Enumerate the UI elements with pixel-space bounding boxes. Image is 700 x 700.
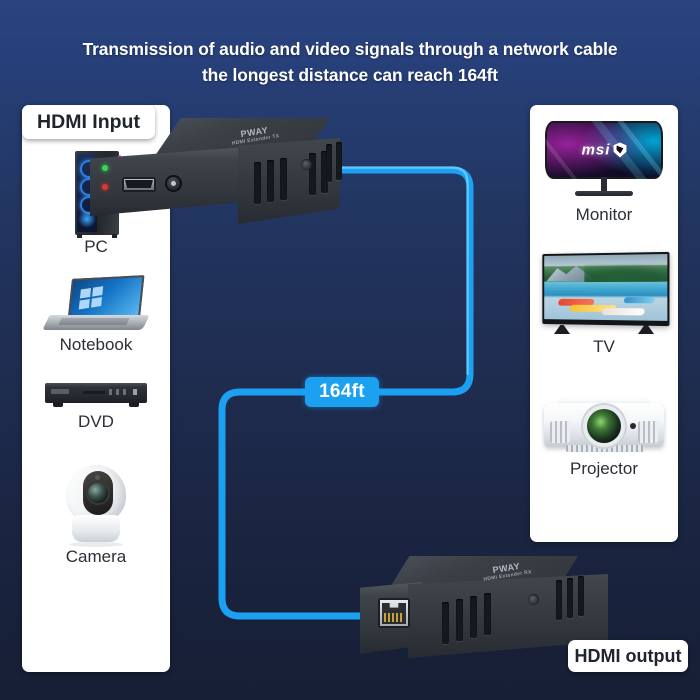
tv-icon <box>540 251 670 335</box>
projector-icon <box>544 395 664 457</box>
msi-shield-icon <box>613 142 627 158</box>
device-label-notebook: Notebook <box>59 335 133 354</box>
headline-line-1: Transmission of audio and video signals … <box>82 39 618 59</box>
hdmi-port[interactable] <box>122 177 156 192</box>
display-devices-panel: msi Monitor TV <box>530 105 678 542</box>
receiver-vents-front <box>442 592 522 648</box>
page-title: Transmission of audio and video signals … <box>0 36 700 88</box>
device-label-pc: PC <box>84 237 108 256</box>
device-label-tv: TV <box>593 337 615 356</box>
device-dvd: DVD <box>22 383 170 432</box>
transmitter-vents-front <box>254 151 332 212</box>
device-label-projector: Projector <box>569 459 639 478</box>
device-tv: TV <box>530 251 678 357</box>
rj45-ethernet-port[interactable] <box>378 598 410 628</box>
device-label-dvd: DVD <box>78 412 114 431</box>
device-notebook: Notebook <box>22 275 170 355</box>
distance-badge: 164ft <box>305 377 379 407</box>
gaming-monitor-icon: msi <box>545 121 663 203</box>
device-label-monitor: Monitor <box>575 205 633 224</box>
msi-brand-text: msi <box>581 141 611 159</box>
hdmi-output-label: HDMI output <box>568 640 688 672</box>
hdmi-input-label: HDMI Input <box>22 105 155 139</box>
status-led-red <box>102 184 108 190</box>
notebook-icon <box>42 275 150 333</box>
headline-line-2: the longest distance can reach 164ft <box>201 65 498 85</box>
receiver-screw <box>528 594 539 605</box>
dc-power-jack[interactable] <box>165 175 182 192</box>
security-camera-icon <box>59 465 133 547</box>
device-camera: Camera <box>22 465 170 567</box>
device-projector: Projector <box>530 395 678 479</box>
dvd-player-icon <box>45 383 147 410</box>
device-label-camera: Camera <box>65 547 127 566</box>
power-led-green <box>102 165 108 171</box>
receiver-vents-rear <box>556 576 602 628</box>
hdmi-extender-receiver: PWAY HDMI Extender RX <box>360 556 610 676</box>
device-monitor: msi Monitor <box>530 121 678 225</box>
transmitter-vents-rear <box>326 142 356 194</box>
transmitter-screw <box>301 159 312 170</box>
hdmi-extender-transmitter: PWAY HDMI Extender TX <box>90 118 342 248</box>
